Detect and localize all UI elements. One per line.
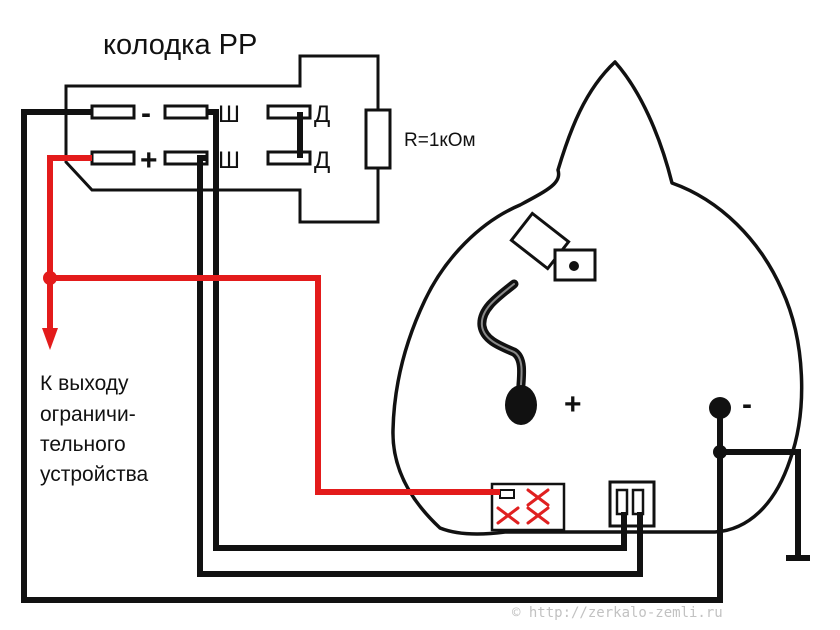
black-wires bbox=[21, 109, 801, 603]
wire-sh-top bbox=[207, 109, 627, 551]
pin-d-bottom-label: Д bbox=[314, 147, 330, 174]
resistor bbox=[364, 108, 392, 170]
wire-ground bbox=[21, 109, 723, 603]
pin-minus bbox=[90, 104, 136, 120]
pin-d-bottom bbox=[266, 150, 312, 166]
generator-body bbox=[391, 60, 804, 536]
plug-title: колодка РР bbox=[103, 29, 257, 61]
terminal-slot bbox=[499, 489, 515, 499]
output-note-line-2: ограничи- bbox=[40, 403, 136, 426]
pin-minus-label: - bbox=[141, 97, 151, 130]
watermark: © http://zerkalo-zemli.ru bbox=[512, 605, 723, 621]
pin-sh-top bbox=[163, 104, 209, 120]
terminal-minus-label: - bbox=[742, 388, 752, 421]
wire-limiter bbox=[50, 275, 500, 495]
field-pin-right bbox=[631, 488, 645, 516]
output-note-line-3: тельного bbox=[40, 433, 126, 456]
output-note-line-4: устройства bbox=[40, 463, 149, 486]
wire-sh-bottom bbox=[197, 155, 643, 577]
pin-plus-label: + bbox=[140, 144, 158, 177]
output-note-line-1: К выходу bbox=[40, 372, 129, 395]
pin-d-top-label: Д bbox=[314, 101, 330, 128]
pin-plus bbox=[90, 150, 136, 166]
field-pin-left bbox=[615, 488, 629, 516]
field-lead-highlight bbox=[480, 283, 523, 397]
resistor-label: R=1кОм bbox=[404, 130, 476, 151]
pin-sh-top-label: Ш bbox=[218, 101, 240, 128]
arrow-down-icon bbox=[42, 328, 58, 350]
pin-sh-bottom-label: Ш bbox=[218, 147, 240, 174]
terminal-plus bbox=[505, 385, 537, 425]
wire-ground-stub bbox=[720, 449, 801, 555]
cross-marks bbox=[496, 488, 550, 525]
red-junction bbox=[43, 271, 57, 285]
terminal-plus-label: + bbox=[564, 388, 582, 421]
ground-junction bbox=[713, 445, 727, 459]
pin-d-top bbox=[266, 104, 312, 120]
brush-holder-icon bbox=[509, 211, 597, 282]
plug-outline bbox=[64, 54, 380, 224]
